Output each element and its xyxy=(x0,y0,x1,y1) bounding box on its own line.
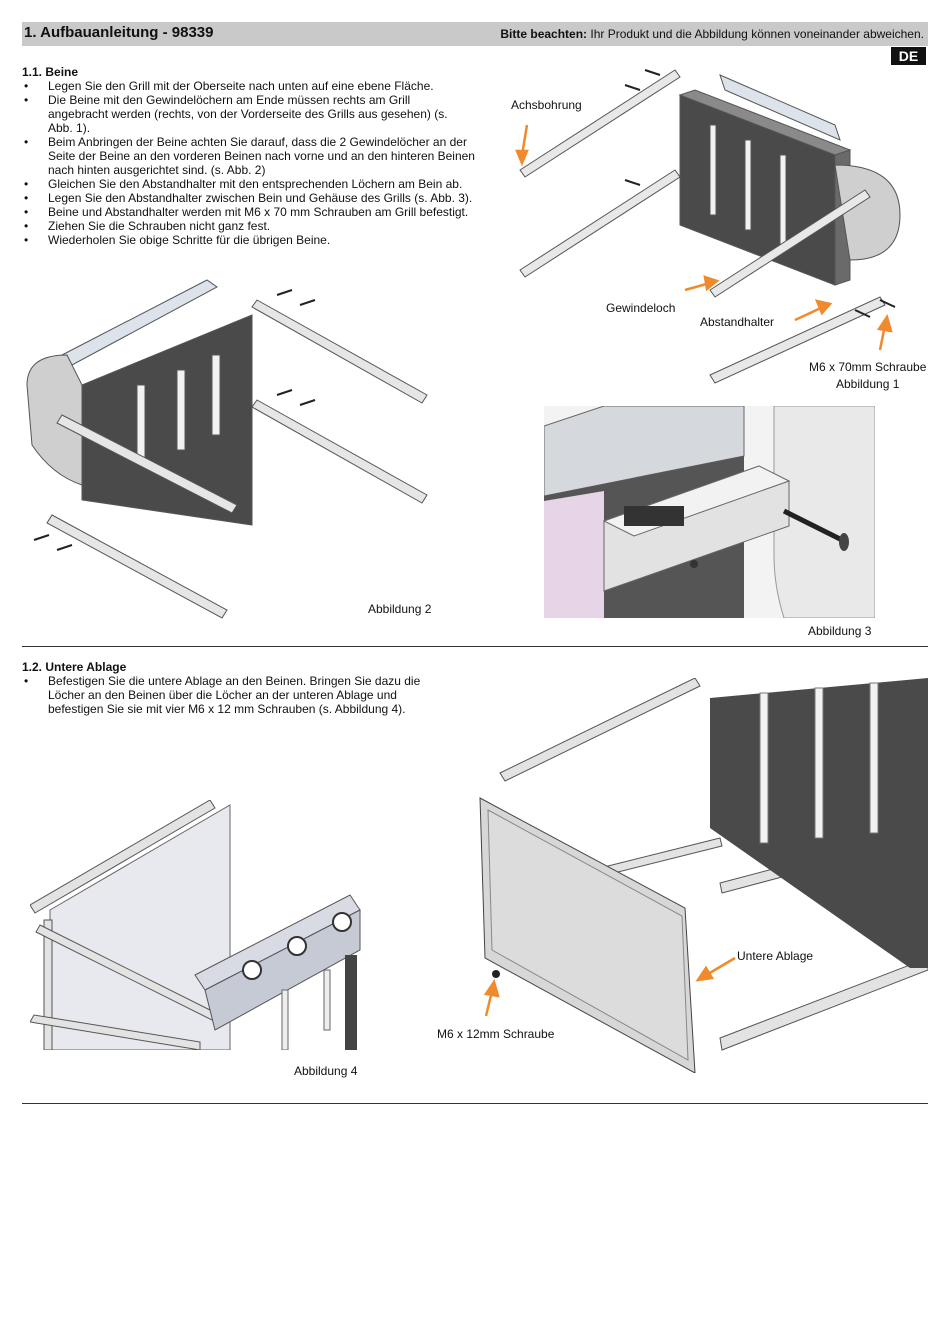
figure4-right-illustration xyxy=(479,678,928,1073)
bottom-divider xyxy=(22,1103,928,1104)
header-note-text: Ihr Produkt und die Abbildung können von… xyxy=(590,27,924,41)
header-bar: 1. Aufbauanleitung - 98339 Bitte beachte… xyxy=(22,22,928,46)
figure3-illustration xyxy=(544,406,875,618)
page-title: 1. Aufbauanleitung - 98339 xyxy=(24,24,214,41)
fig1-label-abstandhalter: Abstandhalter xyxy=(700,315,775,329)
section1-bullet: Beine und Abstandhalter werden mit M6 x … xyxy=(22,205,502,219)
fig2-caption: Abbildung 2 xyxy=(368,602,432,616)
section1-title: 1.1. Beine xyxy=(22,65,79,79)
section1-bullet: Gleichen Sie den Abstandhalter mit den e… xyxy=(22,177,502,191)
fig1-caption: Abbildung 1 xyxy=(836,377,900,391)
section1-bullet: Ziehen Sie die Schrauben nicht ganz fest… xyxy=(22,219,502,233)
figure1-illustration xyxy=(515,69,901,384)
section-divider xyxy=(22,646,928,647)
section2-title: 1.2. Untere Ablage xyxy=(22,660,127,674)
figure4-left-illustration xyxy=(30,800,361,1050)
section1-bullet: Beim Anbringen der Beine achten Sie dara… xyxy=(22,135,478,177)
fig4-label-schraube: M6 x 12mm Schraube xyxy=(437,1027,555,1041)
fig4-label-ablage: Untere Ablage xyxy=(737,949,814,963)
fig1-label-gewindeloch: Gewindeloch xyxy=(606,301,676,315)
section2-bullet: Befestigen Sie die untere Ablage an den … xyxy=(22,674,452,716)
section1-bullet: Die Beine mit den Gewindelöchern am Ende… xyxy=(22,93,468,135)
header-note-bold: Bitte beachten: xyxy=(500,27,588,41)
fig1-label-schraube: M6 x 70mm Schraube xyxy=(809,360,927,374)
section1-bullet-list: Legen Sie den Grill mit der Oberseite na… xyxy=(22,79,502,247)
section2-bullet-list: Befestigen Sie die untere Ablage an den … xyxy=(22,674,452,716)
section1-bullet: Legen Sie den Abstandhalter zwischen Bei… xyxy=(22,191,502,205)
fig4-caption: Abbildung 4 xyxy=(294,1064,358,1078)
header-note: Bitte beachten: Ihr Produkt und die Abbi… xyxy=(500,27,924,41)
section1-bullet: Wiederholen Sie obige Schritte für die ü… xyxy=(22,233,502,247)
fig3-caption: Abbildung 3 xyxy=(808,624,872,638)
section1-bullet: Legen Sie den Grill mit der Oberseite na… xyxy=(22,79,502,93)
fig1-label-achsbohrung: Achsbohrung xyxy=(511,98,582,112)
language-badge: DE xyxy=(891,47,926,65)
figure2-illustration xyxy=(26,279,428,619)
